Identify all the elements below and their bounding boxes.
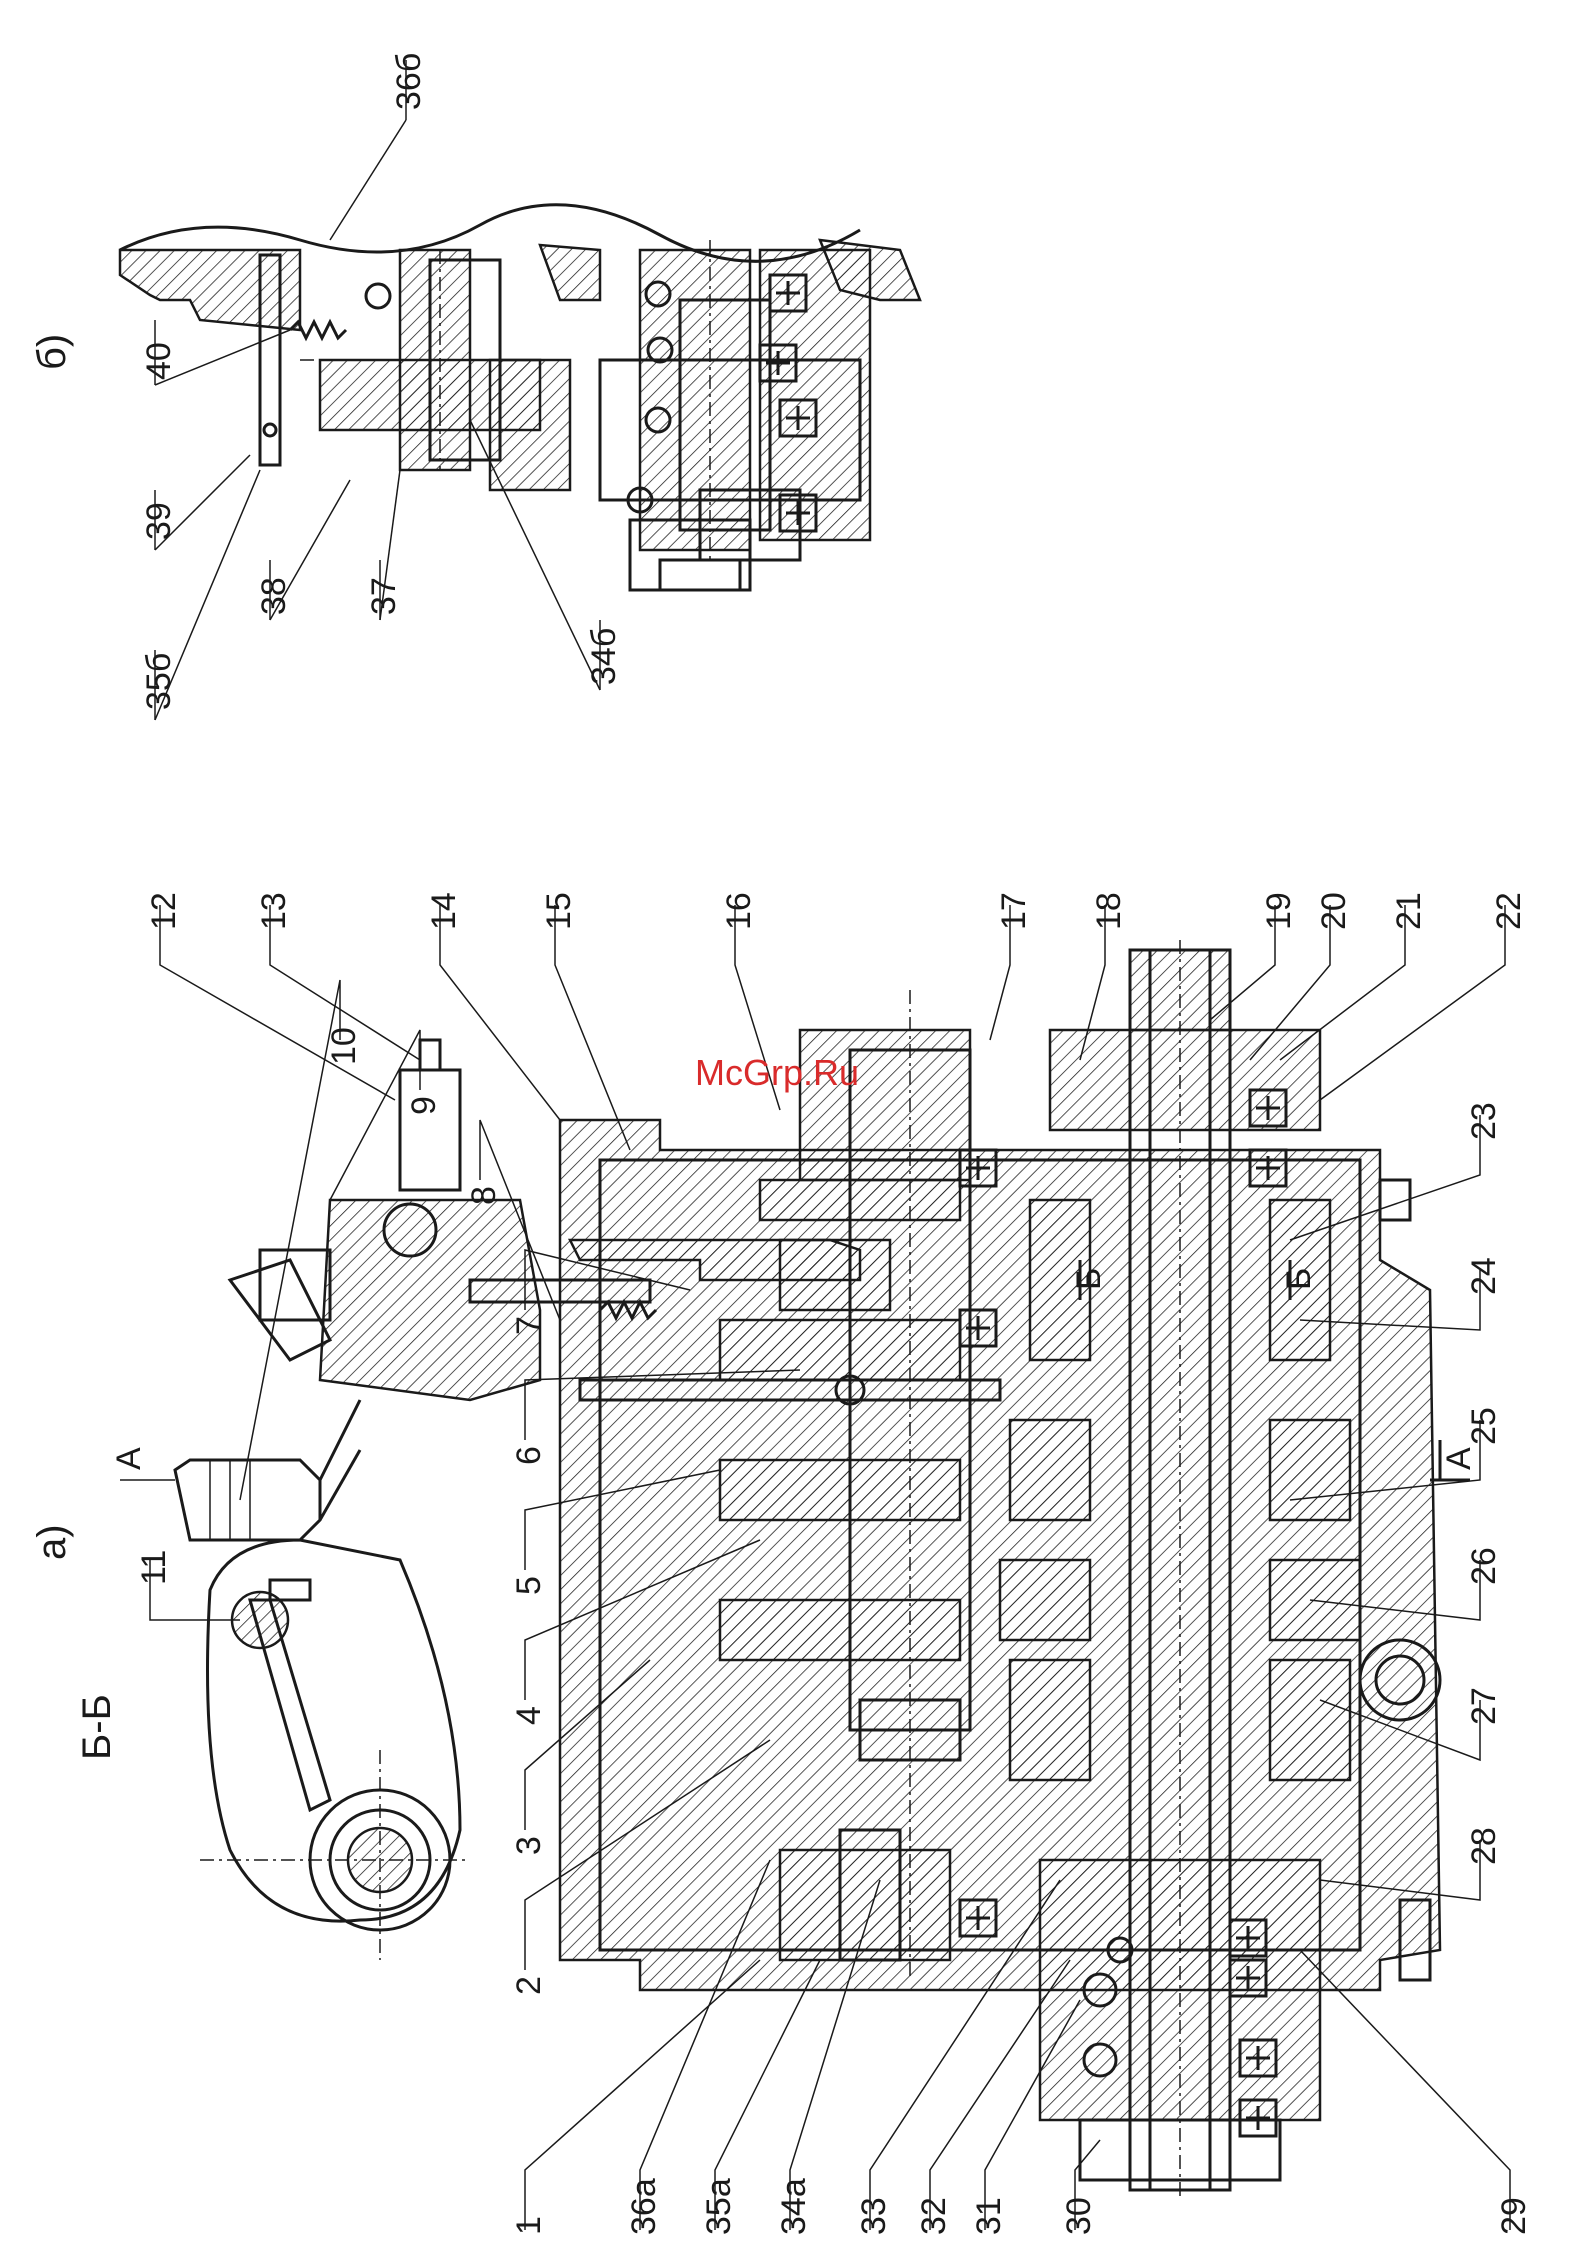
label-21: 21 (1390, 892, 1428, 930)
view-a-assembly (230, 940, 1440, 2200)
arrow-a2-label: A (1440, 1447, 1478, 1470)
label-29: 29 (1495, 2197, 1533, 2235)
label-9: 9 (405, 1096, 443, 1115)
label-35b: 35б (140, 653, 178, 710)
label-11: 11 (135, 1550, 173, 1585)
label-37: 37 (365, 577, 403, 615)
view-a-caption: a) (30, 1524, 74, 1560)
label-36a: 36а (625, 2178, 663, 2235)
label-26: 26 (1465, 1547, 1503, 1585)
cut-b2-label: Б (1280, 1268, 1318, 1290)
label-19: 19 (1260, 892, 1298, 930)
label-22: 22 (1490, 892, 1528, 930)
label-33: 33 (855, 2197, 893, 2235)
label-18: 18 (1090, 892, 1128, 930)
arrow-a-label: A (110, 1447, 148, 1470)
label-7: 7 (510, 1316, 548, 1335)
label-5: 5 (510, 1576, 548, 1595)
label-39: 39 (140, 502, 178, 540)
label-1: 1 (510, 2216, 548, 2235)
label-8: 8 (465, 1186, 503, 1205)
arrow-a-detail (120, 1400, 360, 1540)
label-36b: 36б (390, 53, 428, 110)
label-17: 17 (995, 892, 1033, 930)
label-4: 4 (510, 1706, 548, 1725)
view-b-assembly (120, 205, 920, 590)
label-27: 27 (1465, 1687, 1503, 1725)
cut-b1-label: Б (1070, 1268, 1108, 1290)
label-6: 6 (510, 1446, 548, 1465)
label-2: 2 (510, 1976, 548, 1995)
label-24: 24 (1465, 1257, 1503, 1295)
label-23: 23 (1465, 1102, 1503, 1140)
section-bb-caption: Б-Б (75, 1694, 119, 1760)
label-13: 13 (255, 892, 293, 930)
view-b-caption: б) (30, 334, 74, 370)
label-12: 12 (145, 892, 183, 930)
label-25: 25 (1465, 1407, 1503, 1445)
label-15: 15 (540, 892, 578, 930)
label-10: 10 (325, 1027, 363, 1065)
label-31: 31 (970, 2197, 1008, 2235)
label-16: 16 (720, 892, 758, 930)
watermark-text: McGrp.Ru (695, 1052, 859, 1093)
label-14: 14 (425, 892, 463, 930)
label-34a: 34а (775, 2178, 813, 2235)
label-20: 20 (1315, 892, 1353, 930)
label-40: 40 (140, 342, 178, 380)
label-34b: 34б (585, 628, 623, 685)
label-3: 3 (510, 1836, 548, 1855)
label-38: 38 (255, 577, 293, 615)
label-35a: 35а (700, 2178, 738, 2235)
section-bb-detail (200, 1540, 470, 1960)
label-32: 32 (915, 2197, 953, 2235)
label-28: 28 (1465, 1827, 1503, 1865)
label-30: 30 (1060, 2197, 1098, 2235)
